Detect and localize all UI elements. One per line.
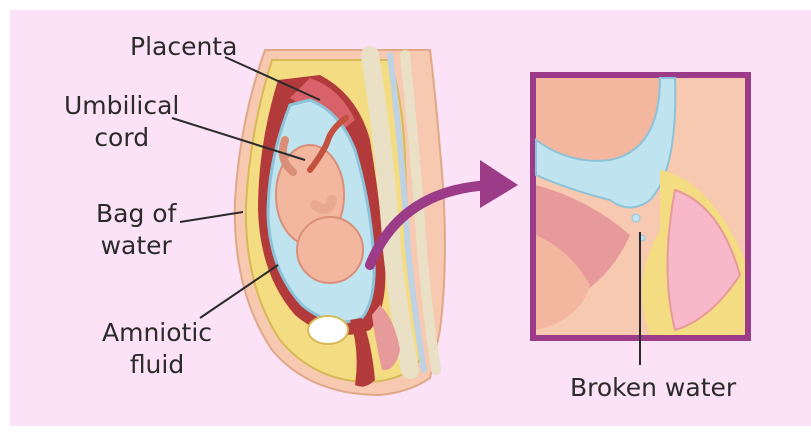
amniotic-text-line1: Amniotic <box>102 317 212 349</box>
label-amniotic-fluid: Amniotic fluid <box>102 317 212 381</box>
bag-text-line2: water <box>96 230 176 262</box>
amniotic-text-line2: fluid <box>102 349 212 381</box>
diagram-canvas: Placenta Umbilical cord Bag of water Amn… <box>10 0 811 432</box>
broken-water-text: Broken water <box>570 373 736 402</box>
umbilical-text-line1: Umbilical <box>64 90 179 122</box>
fetus-head <box>297 217 363 283</box>
label-placenta: Placenta <box>130 31 237 63</box>
placenta-text: Placenta <box>130 32 237 61</box>
bag-text-line1: Bag of <box>96 198 176 230</box>
label-bag-of-water: Bag of water <box>96 198 176 262</box>
label-broken-water: Broken water <box>570 372 736 404</box>
water-drop <box>632 214 640 222</box>
label-umbilical-cord: Umbilical cord <box>64 90 179 154</box>
bladder <box>308 316 348 344</box>
umbilical-text-line2: cord <box>64 122 179 154</box>
zoom-inset <box>533 75 748 365</box>
